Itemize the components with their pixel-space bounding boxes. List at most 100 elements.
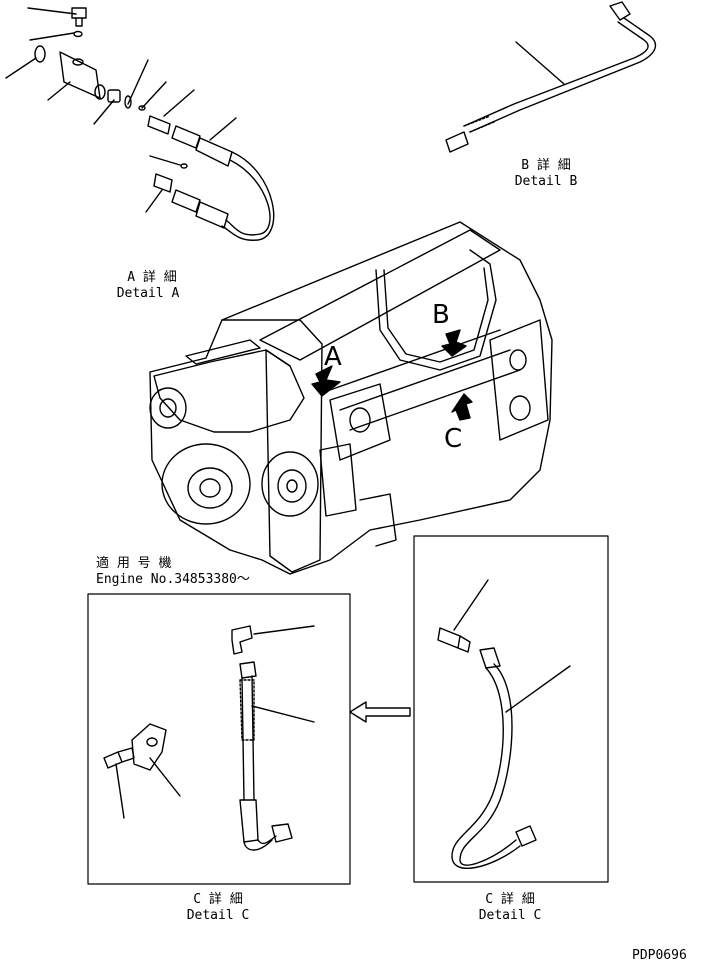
o-ring: [180, 163, 188, 169]
hose-fitting: [515, 825, 537, 847]
detail-b-pipe: [445, 1, 657, 153]
detail-c-left-title-en: Detail C: [186, 908, 250, 923]
adapter-housing: [59, 51, 101, 99]
hose-sleeve: [195, 201, 229, 229]
detail-a-title-jp: A 詳 細: [127, 270, 177, 285]
hose-line: [459, 663, 517, 866]
arrow-a-marker: [311, 365, 341, 397]
hose-line: [221, 151, 275, 241]
alternator-pulley: [261, 451, 319, 517]
wire-harness: [375, 249, 497, 371]
between-boxes-arrow: [349, 701, 411, 723]
hose-line: [243, 835, 277, 851]
bracket-hole: [146, 737, 158, 747]
leader-line: [453, 579, 489, 631]
detail-c-right-box: [413, 535, 609, 883]
leader-line: [5, 57, 37, 79]
fuel-filter: [319, 443, 357, 517]
pipe-elbow: [609, 1, 631, 21]
cooler-port: [509, 395, 531, 421]
timing-cover: [153, 349, 305, 433]
arrow-b-marker: [441, 329, 467, 357]
housing-port: [94, 84, 106, 100]
detail-c-left-box: [87, 593, 411, 885]
leader-line: [149, 757, 181, 797]
leader-line: [29, 32, 75, 41]
elbow-connector: [437, 627, 471, 653]
leader-line: [145, 189, 163, 213]
hose-sleeve: [463, 115, 495, 133]
elbow-fitting: [71, 7, 87, 27]
engine-block: [149, 221, 553, 575]
leader-line: [127, 59, 149, 105]
detail-b-title-en: Detail B: [514, 174, 578, 189]
hose-fitting: [479, 647, 501, 669]
washer: [124, 95, 132, 109]
leader-line: [505, 665, 571, 713]
fan-pulley-hub: [159, 398, 177, 418]
leader-line: [149, 155, 181, 166]
hose-sleeve: [239, 799, 259, 843]
leader-line: [27, 7, 77, 15]
detail-c-left-frame: [87, 593, 351, 885]
leader-line: [47, 81, 71, 101]
fuel-pump-port: [349, 407, 371, 433]
pipe-tube: [469, 17, 657, 133]
detail-c-right-title-en: Detail C: [478, 908, 542, 923]
oil-cooler: [489, 319, 549, 441]
valve-cover: [259, 229, 501, 361]
large-o-ring: [34, 45, 46, 63]
engine-marker-a: A: [324, 342, 342, 372]
front-plate: [221, 319, 323, 573]
hose-line: [451, 667, 521, 870]
hose-fitting: [171, 189, 201, 213]
engine-marker-c: C: [444, 424, 463, 454]
detail-c-left-title-jp: C 詳 細: [193, 892, 243, 907]
hose-fitting: [271, 823, 293, 843]
elbow-connector: [231, 625, 253, 655]
crank-pulley: [161, 443, 251, 525]
crank-pulley-center: [199, 478, 221, 498]
drawing-code: PDP0696: [632, 948, 687, 963]
alternator-pulley-center: [286, 479, 298, 493]
leader-line: [251, 705, 315, 723]
leader-line: [141, 81, 167, 109]
leader-line: [115, 763, 125, 819]
manifold: [329, 329, 521, 431]
mount-bracket: [359, 493, 397, 547]
elbow-fitting: [153, 173, 173, 193]
leader-line: [93, 99, 115, 125]
hose-fitting: [239, 661, 257, 679]
crank-pulley-hub: [187, 467, 233, 509]
lifting-bracket: [185, 339, 261, 365]
leader-line: [515, 41, 565, 85]
leader-line: [163, 89, 195, 117]
bolt: [103, 747, 135, 769]
union-fitting: [147, 115, 171, 135]
pipe-tube: [463, 21, 649, 127]
hose-fitting: [171, 125, 201, 149]
cooler-port: [509, 349, 527, 371]
o-ring: [138, 105, 146, 111]
hose-sleeve: [195, 137, 233, 167]
arrow-c-marker: [451, 393, 473, 421]
nut: [107, 89, 121, 103]
engine-marker-b: B: [432, 300, 450, 330]
leader-line: [253, 625, 315, 635]
o-ring: [73, 30, 83, 38]
fuel-pump: [329, 383, 391, 461]
detail-a-title-en: Detail A: [116, 286, 180, 301]
detail-c-right-frame: [413, 535, 609, 883]
detail-a-exploded-parts: [5, 7, 275, 241]
hose-line: [225, 159, 271, 236]
engine-assembly: [149, 221, 553, 575]
hose-line: [241, 675, 255, 801]
housing-port: [72, 58, 84, 66]
alternator-pulley-hub: [277, 469, 307, 503]
applicability-label-jp: 適 用 号 機: [96, 556, 172, 571]
fan-pulley: [149, 387, 187, 429]
detail-b-title-jp: B 詳 細: [521, 158, 571, 173]
leader-line: [209, 117, 237, 141]
hose-sleeve: [239, 679, 255, 741]
